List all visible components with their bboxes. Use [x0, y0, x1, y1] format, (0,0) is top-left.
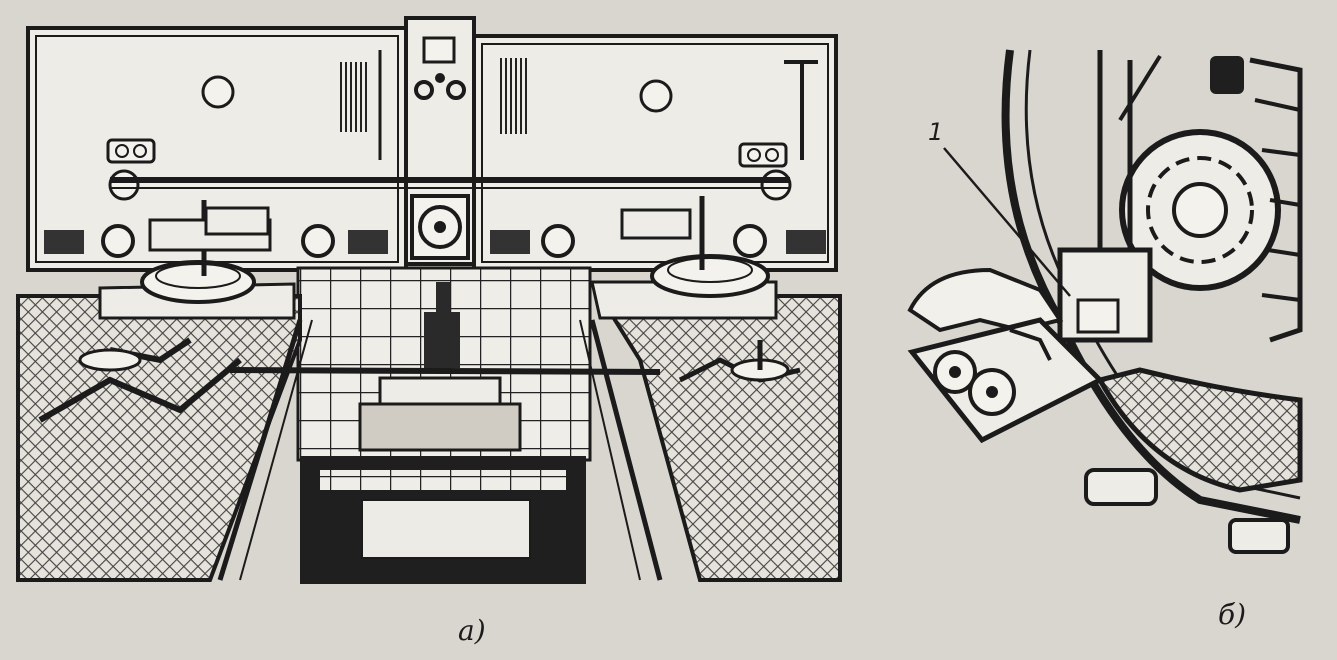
lower-gear-rim	[1096, 367, 1303, 493]
panel-a-caption: а)	[458, 614, 486, 647]
center-measuring-device	[424, 312, 460, 368]
panel-b-caption: б)	[1218, 598, 1247, 631]
callout-1-leader	[943, 147, 1071, 297]
left-vent-grille	[340, 62, 368, 132]
right-vent-grille	[500, 58, 528, 134]
left-indicator-lamp	[201, 75, 235, 109]
right-dial-knob	[733, 224, 767, 258]
callout-1-label: 1	[928, 118, 944, 146]
left-dial-knob	[101, 224, 135, 258]
left-work-table	[16, 294, 302, 582]
center-speaker	[418, 205, 462, 249]
right-indicator-lamp	[639, 79, 673, 113]
panel-a-drawing	[16, 16, 842, 584]
right-work-table	[596, 294, 842, 582]
left-rotary-platen	[140, 260, 256, 304]
right-rotary-platen	[650, 254, 770, 298]
panel-b-drawing	[907, 49, 1303, 554]
